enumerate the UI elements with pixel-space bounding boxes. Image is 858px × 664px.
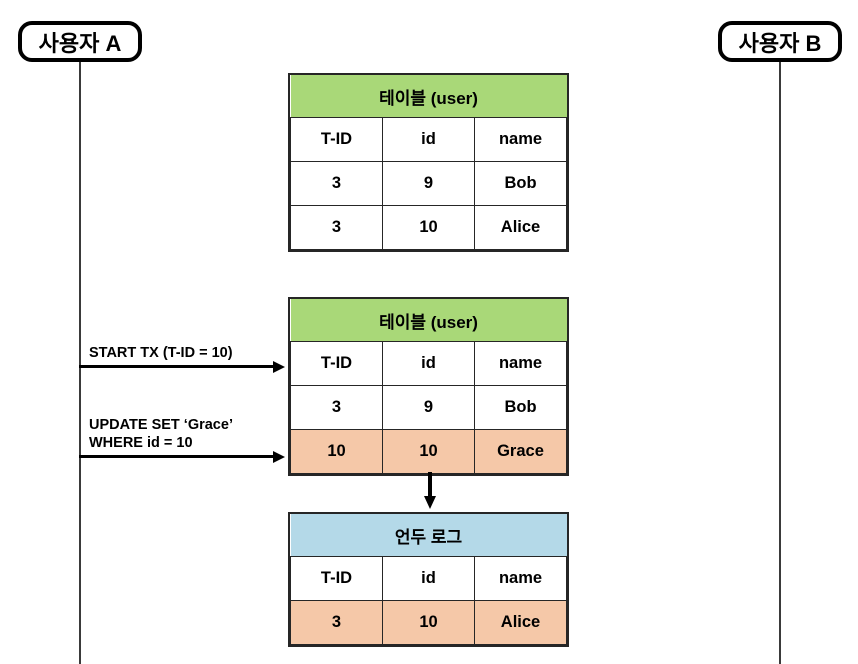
arrow-right-icon [273, 450, 285, 463]
table-row: 3 9 Bob [290, 161, 567, 206]
column-header-tid: T-ID [290, 556, 383, 601]
column-header-name: name [474, 117, 567, 162]
lifeline-user-a [79, 62, 81, 664]
message-start-tx-label: START TX (T-ID = 10) [89, 344, 233, 361]
cell-name: Grace [474, 429, 567, 474]
message-update-label: UPDATE SET ‘Grace’ WHERE id = 10 [89, 416, 233, 451]
message-start-tx: START TX (T-ID = 10) [79, 330, 287, 373]
table-undo-log-title: 언두 로그 [290, 514, 567, 557]
cell-tid: 3 [290, 205, 383, 250]
cell-id: 9 [382, 385, 475, 430]
actor-box-user-a: 사용자 A [18, 21, 142, 62]
table-row: 3 10 Alice [290, 205, 567, 250]
cell-id: 9 [382, 161, 475, 206]
cell-tid: 3 [290, 600, 383, 645]
message-start-tx-line [79, 365, 275, 368]
table-header-row: T-ID id name [290, 341, 567, 386]
column-header-id: id [382, 556, 475, 601]
cell-id: 10 [382, 600, 475, 645]
table-user-updated-title: 테이블 (user) [290, 299, 567, 342]
arrow-right-icon [273, 360, 285, 373]
cell-name: Alice [474, 600, 567, 645]
arrow-down-icon [424, 472, 436, 510]
column-header-id: id [382, 117, 475, 162]
cell-tid: 3 [290, 161, 383, 206]
table-header-row: T-ID id name [290, 556, 567, 601]
cell-name: Alice [474, 205, 567, 250]
table-row-highlighted: 3 10 Alice [290, 600, 567, 645]
column-header-id: id [382, 341, 475, 386]
column-header-tid: T-ID [290, 341, 383, 386]
table-undo-log: 언두 로그 T-ID id name 3 10 Alice [288, 512, 569, 647]
lifeline-user-b [779, 62, 781, 664]
column-header-tid: T-ID [290, 117, 383, 162]
table-row-highlighted: 10 10 Grace [290, 429, 567, 474]
actor-label-user-b: 사용자 B [738, 30, 822, 56]
table-user-updated: 테이블 (user) T-ID id name 3 9 Bob 10 10 Gr… [288, 297, 569, 476]
actor-box-user-b: 사용자 B [718, 21, 842, 62]
table-user-initial: 테이블 (user) T-ID id name 3 9 Bob 3 10 Ali… [288, 73, 569, 252]
column-header-name: name [474, 341, 567, 386]
cell-tid: 3 [290, 385, 383, 430]
table-row: 3 9 Bob [290, 385, 567, 430]
arrow-down-shaft [428, 472, 432, 498]
cell-tid: 10 [290, 429, 383, 474]
table-header-row: T-ID id name [290, 117, 567, 162]
cell-id: 10 [382, 429, 475, 474]
message-update: UPDATE SET ‘Grace’ WHERE id = 10 [79, 398, 287, 463]
actor-label-user-a: 사용자 A [38, 30, 122, 56]
cell-name: Bob [474, 385, 567, 430]
cell-name: Bob [474, 161, 567, 206]
arrow-down-head [424, 496, 436, 509]
column-header-name: name [474, 556, 567, 601]
message-update-line [79, 455, 275, 458]
cell-id: 10 [382, 205, 475, 250]
table-user-initial-title: 테이블 (user) [290, 75, 567, 118]
